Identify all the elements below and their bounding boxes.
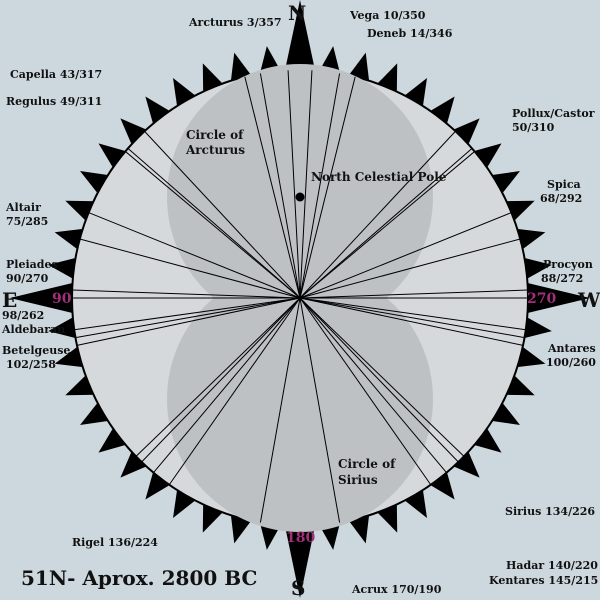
compass-spike <box>488 400 520 425</box>
west-label: W <box>577 288 600 312</box>
azimuth-line-acrux-set <box>299 297 341 523</box>
label-acrux: Acrux 170/190 <box>351 583 442 596</box>
label-rigel: Rigel 136/224 <box>72 536 158 549</box>
degree-mark-east: 90 <box>52 291 72 307</box>
compass-spike <box>471 143 502 171</box>
compass-spike <box>120 448 150 478</box>
azimuth-line-pollux-castor-rise <box>125 151 301 299</box>
compass-spike <box>120 118 150 148</box>
compass-spike <box>48 257 79 281</box>
degree-mark-south: 180 <box>286 530 315 546</box>
azimuth-line-altair-rise <box>79 238 301 299</box>
azimuth-lines <box>72 70 528 523</box>
azimuth-line-antares-rise <box>75 297 301 339</box>
azimuth-line-rigel-rise <box>141 297 301 463</box>
compass-spike <box>521 315 552 339</box>
azimuth-line-vega-set <box>299 73 341 299</box>
azimuth-line-procyon-set <box>299 289 528 299</box>
azimuth-line-deneb-set <box>299 76 356 299</box>
compass-spike <box>521 257 552 281</box>
cardinal-spike <box>284 522 316 598</box>
compass-spike <box>450 448 480 478</box>
azimuth-line-arcturus-rise <box>287 70 301 299</box>
compass-spike <box>471 425 502 453</box>
circle-of-sirius-label-2: Sirius <box>338 473 378 487</box>
compass-spike <box>173 78 198 110</box>
azimuth-line-capella-rise <box>144 130 301 299</box>
azimuth-line-altair-set <box>299 238 521 299</box>
label-hadar: Hadar 140/220 <box>506 559 598 572</box>
azimuth-line-sirius-rise <box>135 297 301 457</box>
azimuth-line-sirius-set <box>299 297 465 457</box>
compass-spike <box>427 469 455 500</box>
label-sirius: Sirius 134/226 <box>505 505 595 518</box>
label-arcturus: Arcturus 3/357 <box>188 16 282 29</box>
north-celestial-pole-dot <box>295 192 305 202</box>
compass-spike <box>80 400 112 425</box>
azimuth-line-arcturus-set <box>299 70 313 299</box>
compass-spike <box>450 118 480 148</box>
azimuth-line-vega-rise <box>259 73 301 299</box>
compass-spike <box>173 486 198 518</box>
azimuth-line-betelgeuse-set <box>299 297 524 346</box>
azimuth-line-hadar-set <box>299 297 447 473</box>
circle-of-sirius-label-1: Circle of <box>338 457 396 471</box>
azimuth-line-rigel-set <box>299 297 459 463</box>
compass-spike <box>488 171 520 196</box>
cardinal-spike <box>284 0 316 74</box>
star-labels: Arcturus 3/357 Vega 10/350 Deneb 14/346 … <box>1 9 598 596</box>
label-capella: Capella 43/317 <box>10 68 102 81</box>
circle-of-arcturus-label-1: Circle of <box>186 128 244 142</box>
circle-of-sirius <box>167 266 433 532</box>
label-kentares: Kentares 145/215 <box>489 574 598 587</box>
cardinal-spike <box>10 282 76 314</box>
cardinal-spike <box>524 282 590 314</box>
north-celestial-pole-label: North Celestial Pole <box>311 170 447 184</box>
azimuth-line-hadar-rise <box>153 297 301 473</box>
compass-spike <box>80 171 112 196</box>
azimuth-line-capella-set <box>299 130 456 299</box>
south-label: S <box>291 576 305 600</box>
compass-spike <box>402 78 427 110</box>
compass-spike <box>98 143 129 171</box>
diagram-caption: 51N- Aprox. 2800 BC <box>21 566 257 590</box>
azimuth-line-aldebaran-rise <box>74 297 301 331</box>
label-deneb: Deneb 14/346 <box>367 27 453 40</box>
compass-spike <box>402 486 427 518</box>
east-label: E <box>2 288 17 312</box>
north-label: N <box>288 1 306 25</box>
compass-spike <box>98 425 129 453</box>
azimuth-line-deneb-rise <box>244 76 301 299</box>
azimuth-line-spica-rise <box>88 212 301 299</box>
azimuth-line-aldebaran-set <box>299 297 526 331</box>
azimuth-line-kentares-set <box>299 297 432 486</box>
azimuth-line-betelgeuse-rise <box>76 297 301 346</box>
azimuth-line-kentares-rise <box>168 297 301 486</box>
label-vega: Vega 10/350 <box>349 9 426 22</box>
azimuth-line-pollux-castor-set <box>299 151 475 299</box>
circle-of-arcturus-label-2: Arcturus <box>185 143 245 157</box>
azimuth-line-spica-set <box>299 212 512 299</box>
compass-spike <box>427 96 455 127</box>
degree-mark-west: 270 <box>527 291 556 307</box>
azimuth-line-regulus-set <box>299 148 473 299</box>
compass-spike <box>145 469 173 500</box>
label-regulus: Regulus 49/311 <box>6 95 102 108</box>
compass-spike <box>145 96 173 127</box>
azimuth-line-acrux-rise <box>259 297 301 523</box>
azimuth-line-antares-set <box>299 297 525 339</box>
azimuth-line-procyon-rise <box>72 289 301 299</box>
azimuth-line-regulus-rise <box>127 148 301 299</box>
compass-spike <box>48 315 79 339</box>
